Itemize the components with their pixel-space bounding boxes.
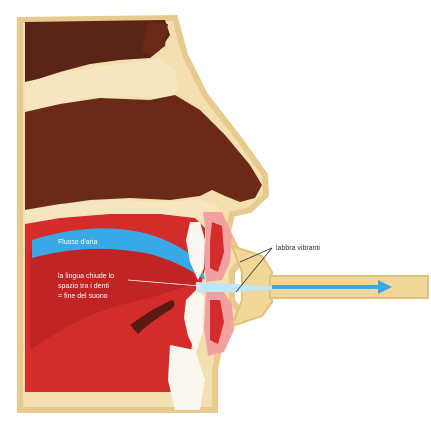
label-airflow: Flusso d'aria: [58, 239, 98, 246]
label-vibrating-lips: labbra vibranti: [276, 245, 320, 252]
airflow-in-tube: [272, 285, 380, 289]
nasal-cavity: [25, 95, 262, 210]
label-tongue-line2: spazio tra i denti: [58, 283, 109, 290]
label-tongue-line1: la lingua chiude lo: [58, 273, 114, 280]
label-tongue-line3: = fine del suono: [58, 293, 108, 300]
